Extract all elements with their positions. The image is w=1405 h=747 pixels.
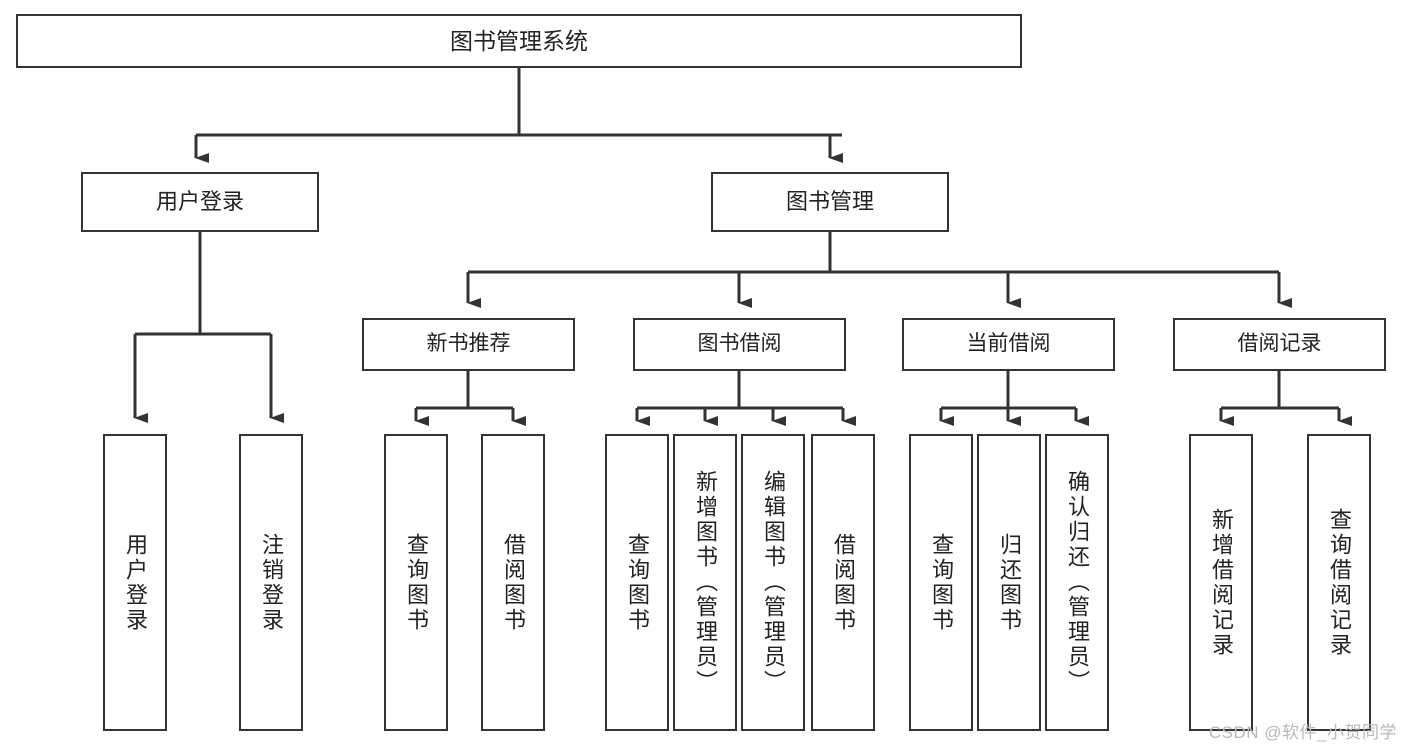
leaf-current-return-book[interactable]: 归还图书 xyxy=(977,434,1041,731)
leaf-user-login-login-label: 用户登录 xyxy=(123,532,148,633)
leaf-user-login-login[interactable]: 用户登录 xyxy=(103,434,167,731)
leaf-borrow-add-book[interactable]: 新增图书（管理员） xyxy=(673,434,737,731)
leaf-borrow-borrow-book-label: 借阅图书 xyxy=(831,532,856,633)
node-book-borrow-label: 图书借阅 xyxy=(697,332,782,356)
leaf-new-book-borrow[interactable]: 借阅图书 xyxy=(481,434,545,731)
node-book-manage-label: 图书管理 xyxy=(785,189,874,215)
node-user-login-label: 用户登录 xyxy=(155,189,244,215)
leaf-borrow-add-book-label: 新增图书（管理员） xyxy=(693,470,718,695)
leaf-current-confirm-return-label: 确认归还（管理员） xyxy=(1065,470,1090,695)
leaf-borrow-borrow-book[interactable]: 借阅图书 xyxy=(811,434,875,731)
leaf-borrow-edit-book[interactable]: 编辑图书（管理员） xyxy=(741,434,805,731)
node-root-label: 图书管理系统 xyxy=(450,27,588,54)
leaf-borrow-query-book[interactable]: 查询图书 xyxy=(605,434,669,731)
leaf-record-add-label: 新增借阅记录 xyxy=(1209,507,1234,658)
node-root[interactable]: 图书管理系统 xyxy=(16,14,1022,68)
watermark: CSDN @软件_小贺同学 xyxy=(1208,723,1397,742)
node-new-book-recommend-label: 新书推荐 xyxy=(426,332,511,356)
leaf-new-book-borrow-label: 借阅图书 xyxy=(501,532,526,633)
leaf-record-query-label: 查询借阅记录 xyxy=(1327,507,1352,658)
node-borrow-record[interactable]: 借阅记录 xyxy=(1173,318,1386,371)
node-current-borrow-label: 当前借阅 xyxy=(966,332,1051,356)
leaf-record-add[interactable]: 新增借阅记录 xyxy=(1189,434,1253,731)
node-user-login[interactable]: 用户登录 xyxy=(81,172,319,232)
leaf-new-book-query-label: 查询图书 xyxy=(404,532,429,633)
node-new-book-recommend[interactable]: 新书推荐 xyxy=(362,318,575,371)
leaf-current-return-book-label: 归还图书 xyxy=(997,532,1022,633)
leaf-current-confirm-return[interactable]: 确认归还（管理员） xyxy=(1045,434,1109,731)
leaf-borrow-edit-book-label: 编辑图书（管理员） xyxy=(761,470,786,695)
leaf-current-query-book-label: 查询图书 xyxy=(929,532,954,633)
node-current-borrow[interactable]: 当前借阅 xyxy=(902,318,1115,371)
node-book-borrow[interactable]: 图书借阅 xyxy=(633,318,846,371)
leaf-borrow-query-book-label: 查询图书 xyxy=(625,532,650,633)
leaf-user-login-logout-label: 注销登录 xyxy=(259,532,284,633)
node-borrow-record-label: 借阅记录 xyxy=(1237,332,1322,356)
leaf-record-query[interactable]: 查询借阅记录 xyxy=(1307,434,1371,731)
leaf-new-book-query[interactable]: 查询图书 xyxy=(384,434,448,731)
leaf-current-query-book[interactable]: 查询图书 xyxy=(909,434,973,731)
leaf-user-login-logout[interactable]: 注销登录 xyxy=(239,434,303,731)
node-book-manage[interactable]: 图书管理 xyxy=(711,172,949,232)
